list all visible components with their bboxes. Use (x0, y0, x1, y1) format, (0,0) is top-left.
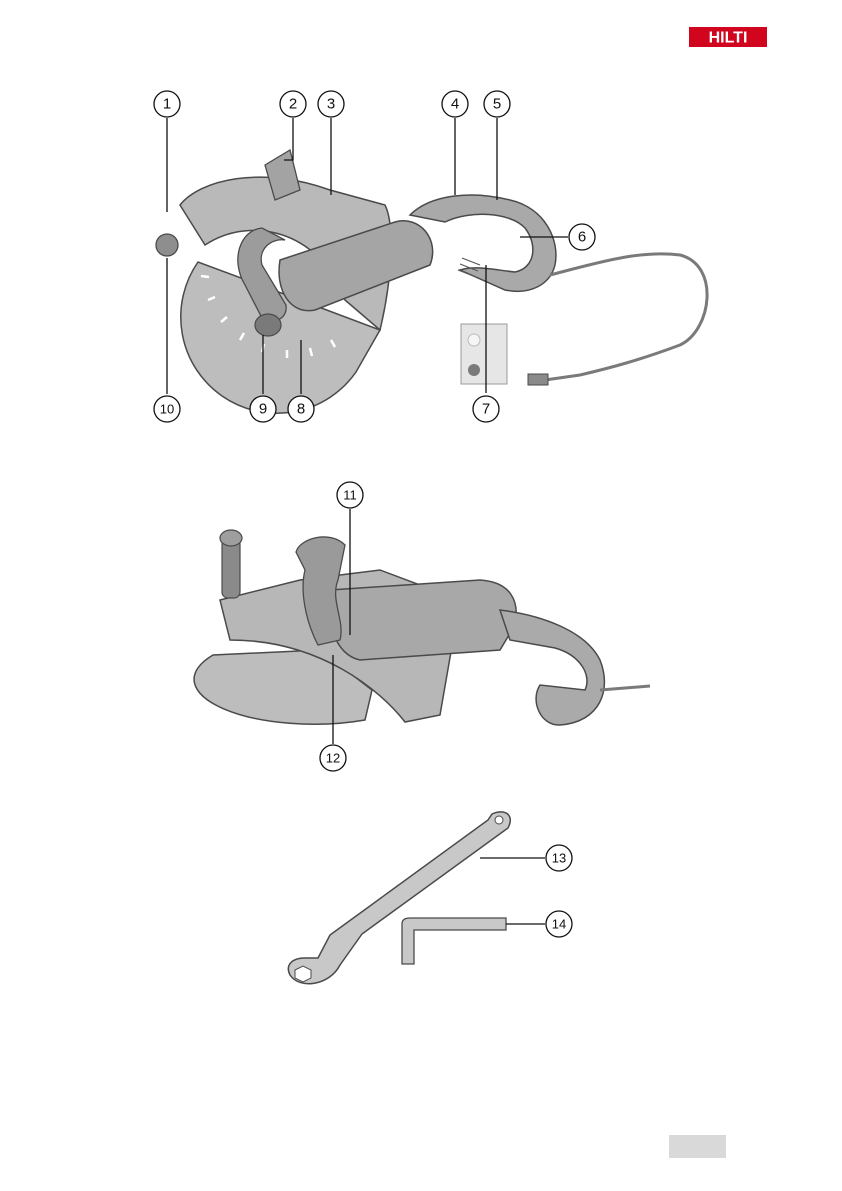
hex-key (402, 918, 506, 964)
rear-handle-loop (500, 610, 604, 725)
callout-7: 7 (473, 396, 499, 422)
svg-text:3: 3 (327, 96, 335, 113)
svg-text:11: 11 (343, 488, 357, 503)
page-number-tab (669, 1135, 726, 1158)
spanner-wrench (288, 812, 510, 984)
callout-14: 14 (546, 911, 572, 937)
callout-13: 13 (546, 845, 572, 871)
svg-text:2: 2 (289, 96, 297, 113)
wrench-hex-head (295, 966, 311, 982)
callout-11: 11 (337, 482, 363, 508)
callout-12: 12 (320, 745, 346, 771)
svg-text:6: 6 (578, 229, 586, 246)
svg-text:1: 1 (163, 96, 171, 113)
side-handle-knob (255, 314, 281, 336)
svg-text:9: 9 (259, 401, 267, 418)
callout-2: 2 (280, 91, 306, 117)
callout-5: 5 (484, 91, 510, 117)
motor-housing-rear (329, 580, 516, 660)
guide-post-cap (220, 530, 242, 546)
callout-8: 8 (288, 396, 314, 422)
callout-6: 6 (569, 224, 595, 250)
power-plug (528, 374, 548, 385)
guide-post (222, 538, 240, 598)
power-cable-rear (600, 686, 650, 690)
rating-plate (461, 324, 507, 384)
wrench-pin-hole (495, 816, 503, 824)
svg-text:5: 5 (493, 96, 501, 113)
figure-2-wall-saw-rear: 11 12 (194, 482, 650, 771)
callout-1: 1 (154, 91, 180, 117)
svg-text:8: 8 (297, 401, 305, 418)
svg-text:12: 12 (326, 751, 340, 766)
power-cable (545, 254, 707, 380)
callout-10: 10 (154, 396, 180, 422)
svg-text:13: 13 (552, 851, 566, 866)
svg-text:14: 14 (552, 917, 566, 932)
svg-text:4: 4 (451, 96, 459, 113)
figure-1-wall-saw: 1 2 3 4 5 6 7 8 9 10 (154, 91, 707, 422)
guide-roller (156, 234, 178, 256)
svg-text:7: 7 (482, 401, 490, 418)
callout-3: 3 (318, 91, 344, 117)
callout-4: 4 (442, 91, 468, 117)
svg-text:10: 10 (160, 402, 174, 417)
figure-3-tools: 13 14 (288, 812, 572, 984)
callout-9: 9 (250, 396, 276, 422)
